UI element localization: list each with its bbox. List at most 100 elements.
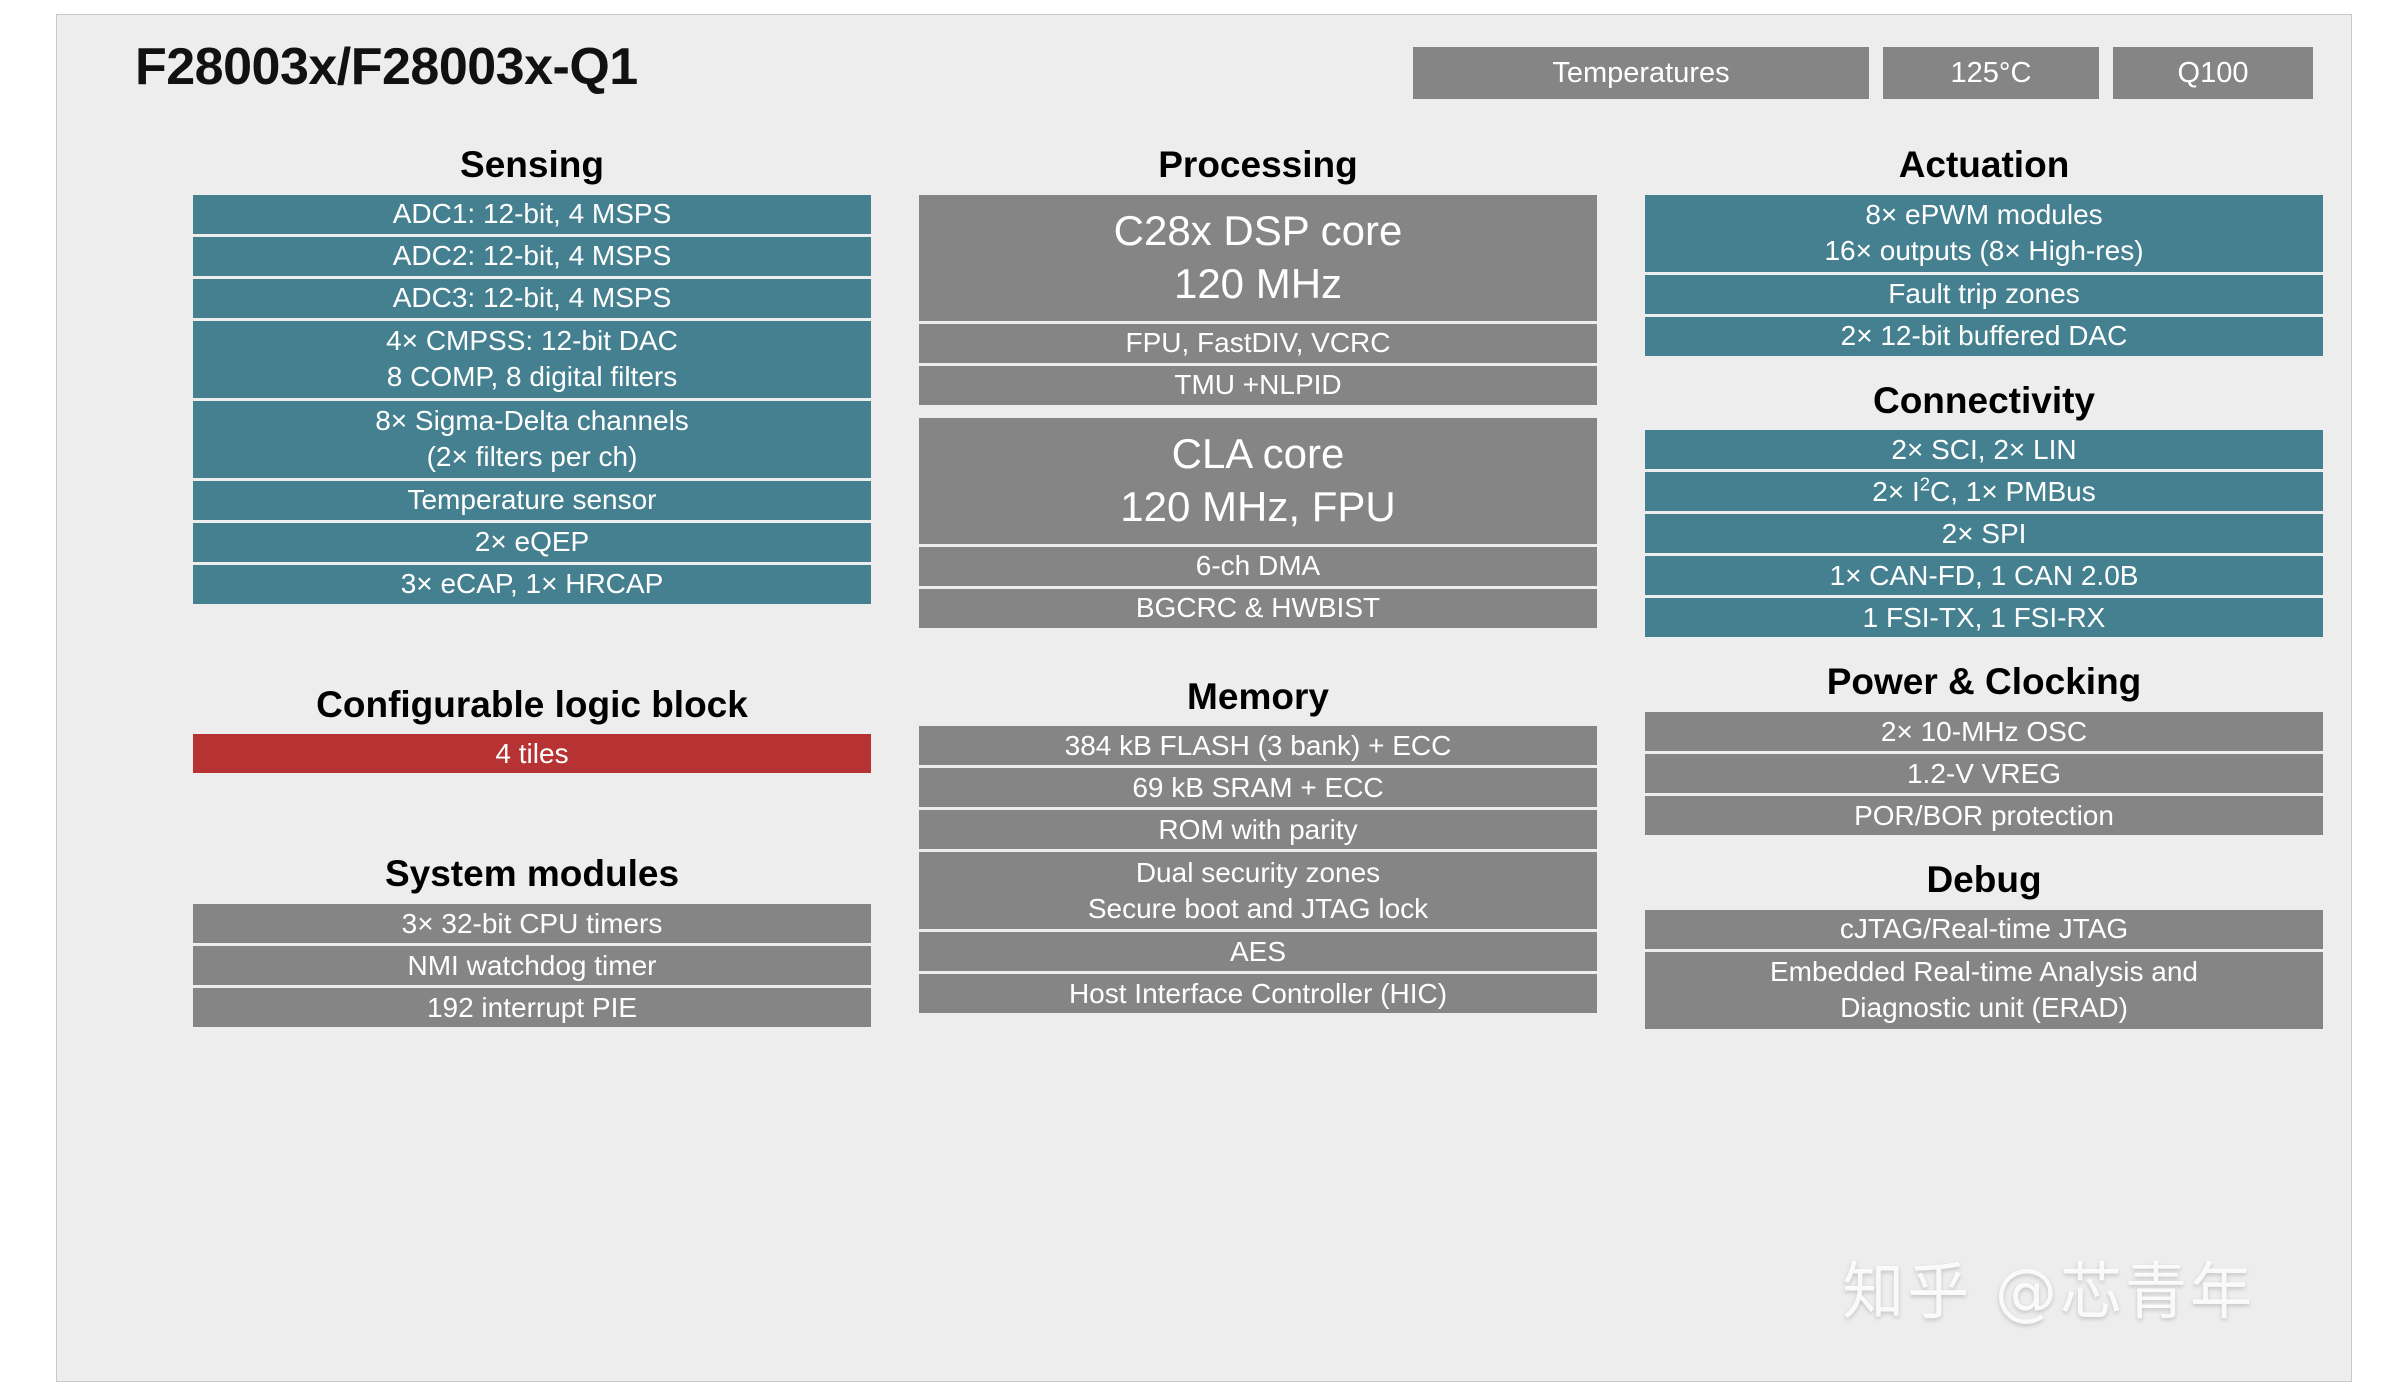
group-spacer <box>1645 640 2323 662</box>
feature-block-por-bor-protection[interactable]: POR/BOR protection <box>1645 796 2323 836</box>
feature-block-2-10-mhz-osc[interactable]: 2× 10-MHz OSC <box>1645 712 2323 752</box>
group-title-connectivity: Connectivity <box>1872 379 2096 421</box>
feature-block-6-ch-dma[interactable]: 6-ch DMA <box>919 546 1597 586</box>
feature-block-384-kb-flash-3-bank-ecc[interactable]: 384 kB FLASH (3 bank) + ECC <box>919 726 1597 766</box>
feature-block-label: Host Interface Controller (HIC) <box>1068 977 1448 1009</box>
feature-block-label: BGCRC & HWBIST <box>1135 592 1381 624</box>
feature-block-label: FPU, FastDIV, VCRC <box>1125 327 1391 359</box>
feature-block-tmu-nlpid[interactable]: TMU +NLPID <box>919 365 1597 405</box>
feature-block-fault-trip-zones[interactable]: Fault trip zones <box>1645 274 2323 314</box>
feature-block-bgcrc-hwbist[interactable]: BGCRC & HWBIST <box>919 588 1597 628</box>
watermark: 知乎 @芯青年 <box>1842 1255 2255 1328</box>
feature-block-label: 3× 32-bit CPU timers <box>401 907 663 939</box>
group-spacer <box>1645 838 2323 860</box>
feature-block-label: 3× eCAP, 1× HRCAP <box>400 568 664 600</box>
group-title-system-modules: System modules <box>384 853 680 895</box>
feature-block-label: 2× 12-bit buffered DAC <box>1840 320 2128 352</box>
feature-block-label: Temperature sensor <box>407 484 657 516</box>
feature-block-host-interface-controller-hic[interactable]: Host Interface Controller (HIC) <box>919 974 1597 1014</box>
feature-block-label: 4 tiles <box>495 737 569 769</box>
feature-block-2-12-bit-buffered-dac[interactable]: 2× 12-bit buffered DAC <box>1645 316 2323 356</box>
feature-block-label: 6-ch DMA <box>1195 550 1321 582</box>
feature-block-aes[interactable]: AES <box>919 932 1597 972</box>
feature-block-label: ADC2: 12-bit, 4 MSPS <box>392 240 672 272</box>
feature-block-adc1-12-bit-4-msps[interactable]: ADC1: 12-bit, 4 MSPS <box>193 194 871 234</box>
feature-block-cjtag-real-time-jtag[interactable]: cJTAG/Real-time JTAG <box>1645 909 2323 949</box>
feature-block-label: 192 interrupt PIE <box>426 991 638 1023</box>
badge-temperature-value[interactable]: 125°C <box>1883 47 2099 99</box>
feature-block-4-tiles[interactable]: 4 tiles <box>193 734 871 774</box>
feature-block-adc2-12-bit-4-msps[interactable]: ADC2: 12-bit, 4 MSPS <box>193 236 871 276</box>
feature-block-label: 69 kB SRAM + ECC <box>1132 771 1384 803</box>
feature-block-1-can-fd-1-can-2-0b[interactable]: 1× CAN-FD, 1 CAN 2.0B <box>1645 556 2323 596</box>
group-title-processing: Processing <box>1158 144 1358 185</box>
header-badge-group: Temperatures 125°C Q100 <box>1413 47 2313 99</box>
feature-block-label: 2× eQEP <box>474 526 590 558</box>
feature-block-2-sci-2-lin[interactable]: 2× SCI, 2× LIN <box>1645 430 2323 470</box>
feature-block-label: POR/BOR protection <box>1854 799 2114 831</box>
feature-block-label: 384 kB FLASH (3 bank) + ECC <box>1064 729 1452 761</box>
feature-block-label: 2× SCI, 2× LIN <box>1891 433 2077 465</box>
feature-block-label: 2× 10-MHz OSC <box>1880 715 2088 747</box>
group-spacer <box>1645 359 2323 381</box>
feature-block-label: 1 FSI-TX, 1 FSI-RX <box>1862 601 2106 633</box>
feature-block-adc3-12-bit-4-msps[interactable]: ADC3: 12-bit, 4 MSPS <box>193 278 871 318</box>
badge-temperatures[interactable]: Temperatures <box>1413 47 1869 99</box>
feature-block-label: 2× I2C, 1× PMBus <box>1872 473 2096 507</box>
feature-block-2-i2c-1-pmbus[interactable]: 2× I2C, 1× PMBus <box>1645 472 2323 512</box>
feature-block-1-fsi-tx-1-fsi-rx[interactable]: 1 FSI-TX, 1 FSI-RX <box>1645 598 2323 638</box>
group-debug: Debug cJTAG/Real-time JTAG Embedded Real-t… <box>1645 859 2323 1029</box>
group-title-debug: Debug <box>1926 859 2042 901</box>
feature-block-3-ecap-1-hrcap[interactable]: 3× eCAP, 1× HRCAP <box>193 564 871 604</box>
feature-block-label: cJTAG/Real-time JTAG <box>1839 913 2129 945</box>
feature-block-2-eqep[interactable]: 2× eQEP <box>193 522 871 562</box>
feature-block-label: AES <box>1229 935 1287 967</box>
feature-block-rom-with-parity[interactable]: ROM with parity <box>919 810 1597 850</box>
feature-block-label: 8× Sigma-Delta channels(2× filters per c… <box>375 405 689 473</box>
feature-block-fpu-fastdiv-vcrc[interactable]: FPU, FastDIV, VCRC <box>919 323 1597 363</box>
feature-block-label: ADC3: 12-bit, 4 MSPS <box>392 282 672 314</box>
feature-block-temperature-sensor[interactable]: Temperature sensor <box>193 480 871 520</box>
block-list: cJTAG/Real-time JTAG Embedded Real-time A… <box>1645 909 2323 1029</box>
block-list: 4 tiles <box>193 734 871 774</box>
group-title-memory: Memory <box>1187 675 1329 717</box>
feature-block-2-spi[interactable]: 2× SPI <box>1645 514 2323 554</box>
feature-block-label: TMU +NLPID <box>1174 369 1342 401</box>
feature-block-label: NMI watchdog timer <box>407 949 657 981</box>
block-list: ADC1: 12-bit, 4 MSPS ADC2: 12-bit, 4 MSPS… <box>193 194 871 604</box>
block-list: 2× 10-MHz OSC 1.2-V VREG POR/BOR protectio… <box>1645 712 2323 836</box>
group-spacer <box>193 607 871 685</box>
badge-qualification[interactable]: Q100 <box>2113 47 2313 99</box>
spacer <box>919 408 1597 418</box>
feature-block-69-kb-sram-ecc[interactable]: 69 kB SRAM + ECC <box>919 768 1597 808</box>
feature-block-1-2-v-vreg[interactable]: 1.2-V VREG <box>1645 754 2323 794</box>
diagram-card: F28003x/F28003x-Q1 Temperatures 125°C Q1… <box>56 14 2352 1382</box>
feature-block-3-32-bit-cpu-timers[interactable]: 3× 32-bit CPU timers <box>193 904 871 944</box>
header: F28003x/F28003x-Q1 Temperatures 125°C Q1… <box>57 15 2351 123</box>
feature-block-192-interrupt-pie[interactable]: 192 interrupt PIE <box>193 988 871 1028</box>
feature-block-label: Fault trip zones <box>1888 278 2080 310</box>
feature-block-8-sigma-delta-channels[interactable]: 8× Sigma-Delta channels(2× filters per c… <box>193 400 871 478</box>
group-spacer <box>193 776 871 854</box>
feature-block-nmi-watchdog-timer[interactable]: NMI watchdog timer <box>193 946 871 986</box>
block-list: 384 kB FLASH (3 bank) + ECC 69 kB SRAM + … <box>919 726 1597 1014</box>
